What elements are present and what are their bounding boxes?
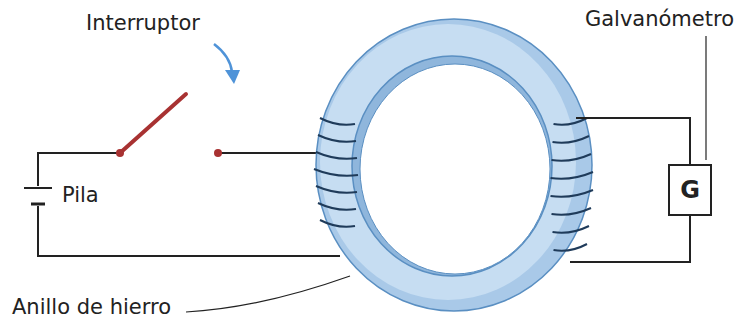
switch-symbol [116, 94, 222, 157]
coil-turn [552, 154, 592, 161]
primary-wire [38, 153, 340, 256]
coil-turn [320, 118, 355, 125]
coil-windings [314, 118, 593, 251]
coil-turn [554, 244, 588, 251]
coil-turn [551, 190, 594, 197]
iron-ring [316, 19, 592, 311]
part-label: Galvanómetro [585, 8, 734, 31]
leader-line [186, 36, 706, 312]
battery-symbol [24, 188, 52, 204]
part-label: Pila [62, 184, 99, 207]
coil-turn [318, 203, 356, 210]
coil-turn [551, 172, 594, 179]
coil-turn [553, 136, 590, 143]
node-text: G [680, 178, 700, 202]
galvanometer-box: G [668, 164, 712, 216]
coil-turn [553, 226, 590, 233]
coil-turn [318, 135, 356, 142]
coil-turn [552, 208, 592, 215]
coil-turn [554, 118, 588, 125]
coil-turn [316, 186, 357, 193]
coil-turn [320, 220, 355, 227]
coil-turn [316, 152, 357, 159]
switch-arrow [214, 44, 240, 84]
part-label: Interruptor [86, 12, 200, 35]
coil-turn [314, 169, 358, 176]
part-label: Anillo de hierro [12, 296, 171, 319]
